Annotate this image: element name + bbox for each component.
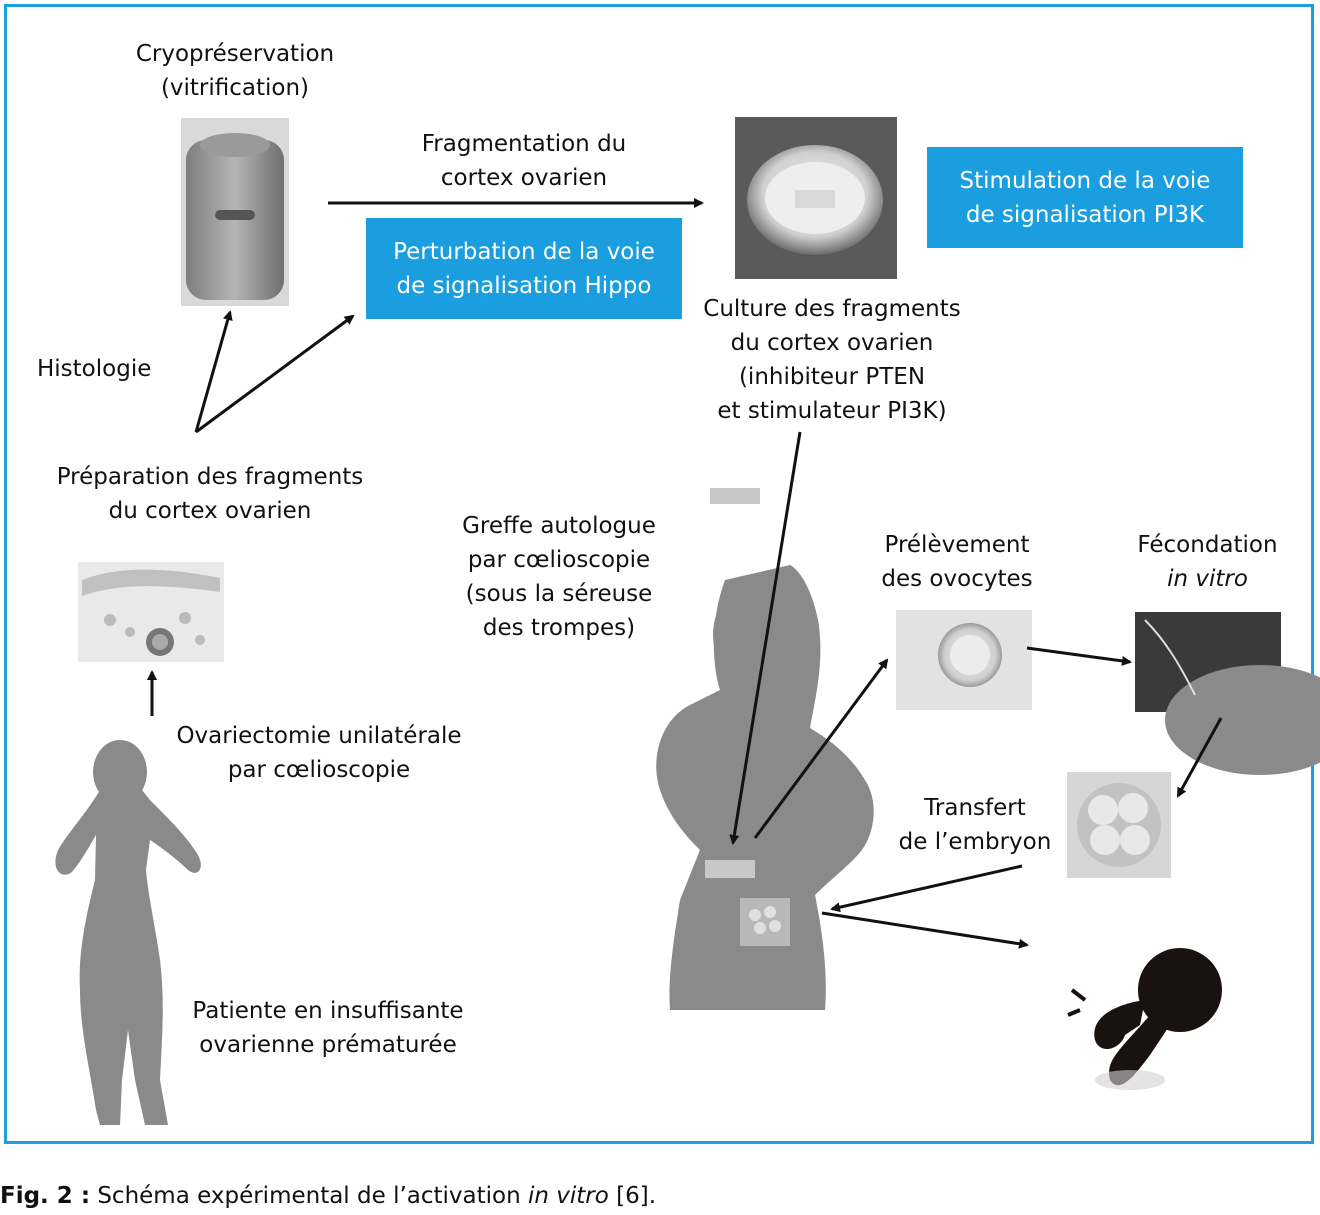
graft-patient-silhouette xyxy=(656,565,874,1010)
arrows xyxy=(147,198,1223,949)
figure-caption: Fig. 2 : Schéma expérimental de l’activa… xyxy=(0,1183,656,1209)
fetus-silhouette xyxy=(1067,948,1222,1090)
caption-italic: in vitro xyxy=(528,1183,609,1209)
patient-silhouette xyxy=(55,740,201,1125)
figure-frame xyxy=(4,4,1314,1144)
label-fecondation: Fécondation in vitro xyxy=(1137,532,1278,592)
arrow-embryo xyxy=(1176,717,1223,798)
fertilization-photo xyxy=(1135,612,1320,775)
embryo-photo xyxy=(1067,772,1171,878)
fragment-strip xyxy=(710,488,760,504)
arrow-graft xyxy=(729,431,802,845)
embryo-patch xyxy=(740,898,790,946)
cryo-tank-photo xyxy=(181,118,289,306)
histology-photo xyxy=(78,562,224,662)
caption-ref: [6]. xyxy=(608,1183,657,1209)
caption-figure-number: Fig. 2 : xyxy=(0,1183,91,1209)
label-cryopreservation: Cryopréservation(vitrification) xyxy=(135,41,335,101)
oocyte-photo xyxy=(896,610,1032,710)
label-histologie: Histologie xyxy=(37,356,152,382)
arrow-fertilization xyxy=(1026,646,1132,666)
arrow-oocyte-retrieval xyxy=(753,658,889,839)
arrow-to-hippo xyxy=(195,314,355,434)
culture-dish-photo xyxy=(735,117,897,279)
arrow-transfer xyxy=(830,864,1023,913)
graft-patch xyxy=(705,860,755,878)
arrow-to-cryo xyxy=(194,310,233,433)
caption-text: Schéma expérimental de l’activation xyxy=(90,1183,528,1209)
arrow-birth xyxy=(821,911,1029,949)
